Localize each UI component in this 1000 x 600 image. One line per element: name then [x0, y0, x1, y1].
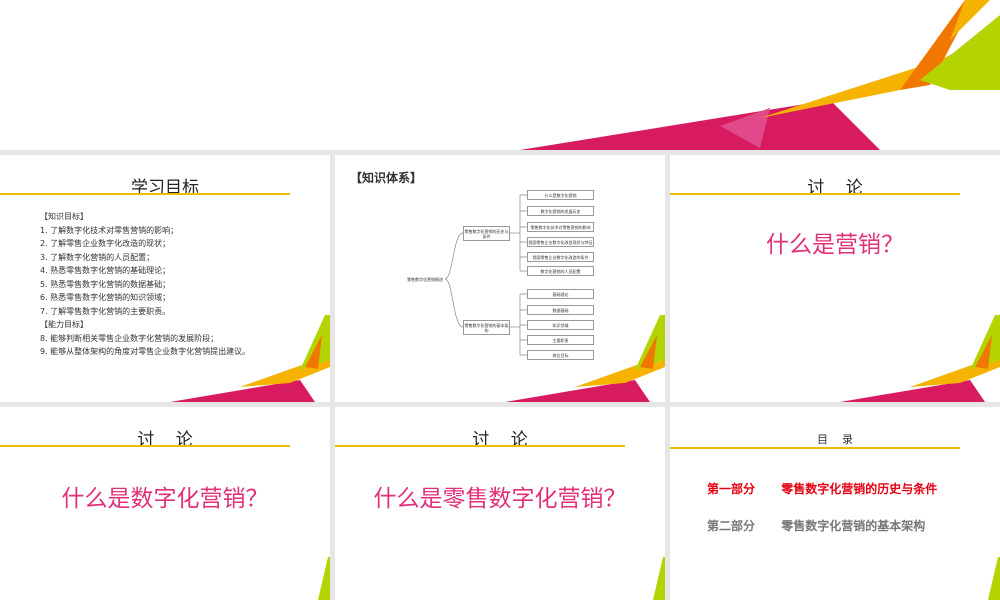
mindmap-branch-2: 零售数字化营销的基本架构 [463, 320, 510, 335]
mindmap-leaf: 我国零售企业数字化改造的条件 [527, 252, 594, 262]
mindmap-leaf: 什么是数字化营销 [527, 190, 594, 200]
list-item: 4. 熟悉零售数字化营销的基础理论； [40, 266, 171, 275]
toc-part-title: 零售数字化营销的基本架构 [781, 519, 926, 533]
mindmap-connectors [444, 194, 527, 356]
toc-item-part2[interactable]: 第二部分 零售数字化营销的基本架构 [707, 517, 925, 534]
decorative-swoosh [520, 0, 1000, 150]
decorative-swoosh [170, 315, 330, 402]
toc-part-title: 零售数字化营销的历史与条件 [781, 482, 938, 496]
title-underline [0, 445, 290, 447]
list-item: 7. 了解零售数字化营销的主要职责。 [40, 306, 171, 316]
mindmap-leaf: 知识领域 [527, 320, 594, 330]
slide-discussion-digital-marketing[interactable]: 讨 论 什么是数字化营销？ [0, 407, 330, 600]
title-underline [670, 447, 960, 449]
mindmap-leaf: 零售数字化技术对零售营销的影响 [527, 222, 594, 232]
toc-part-label: 第二部分 [707, 519, 756, 533]
mindmap-leaf: 主要职责 [527, 335, 594, 345]
title-underline [335, 445, 625, 447]
title-underline [0, 193, 290, 195]
discussion-question: 什么是数字化营销？ [61, 486, 269, 512]
mindmap-leaf: 数据基础 [527, 305, 594, 315]
slide-knowledge-system[interactable]: 【知识体系】 零售数字化营销概述 零售数字化营销的历史与条件 零售数字化营销的基… [335, 155, 665, 402]
mindmap-branch-1: 零售数字化营销的历史与条件 [463, 226, 510, 241]
objectives-list: 【知识目标】 1. 了解数字化技术对零售营销的影响； 2. 了解零售企业数字化改… [40, 210, 250, 359]
list-item: 5. 熟悉零售数字化营销的数据基础； [40, 279, 171, 289]
mindmap-leaf: 我国零售企业数字化改造现状与特征 [527, 237, 594, 247]
decorative-swoosh [840, 315, 1000, 402]
title-slide-banner[interactable] [0, 0, 1000, 150]
slide-table-of-contents[interactable]: 目 录 第一部分 零售数字化营销的历史与条件 第二部分 零售数字化营销的基本架构 [670, 407, 1000, 600]
list-item: 1. 了解数字化技术对零售营销的影响； [40, 225, 179, 235]
discussion-question: 什么是零售数字化营销？ [373, 486, 627, 512]
title-underline [670, 193, 960, 195]
list-item: 8. 能够判断相关零售企业数字化营销的发展阶段； [40, 333, 219, 343]
ability-items: 8. 能够判断相关零售企业数字化营销的发展阶段； 9. 能够从整体架构的角度对零… [40, 332, 250, 359]
mindmap-root: 零售数字化营销概述 [405, 274, 445, 284]
list-item: 9. 能够从整体架构的角度对零售企业数字化营销提出建议。 [40, 347, 251, 356]
toc-item-part1[interactable]: 第一部分 零售数字化营销的历史与条件 [707, 480, 937, 497]
list-item: 3. 了解数字化营销的人员配置； [40, 252, 155, 262]
mindmap-leaf: 岗位目标 [527, 350, 594, 360]
toc-title: 目 录 [817, 433, 853, 446]
toc-part-label: 第一部分 [707, 482, 756, 496]
discussion-question: 什么是营销？ [766, 232, 904, 258]
list-item: 2. 了解零售企业数字化改造的现状； [40, 239, 171, 248]
list-item: 6. 熟悉零售数字化营销的知识领域； [40, 293, 171, 302]
slide-learning-objectives[interactable]: 学习目标 【知识目标】 1. 了解数字化技术对零售营销的影响； 2. 了解零售企… [0, 155, 330, 402]
mindmap-leaf: 基础理论 [527, 289, 594, 299]
decorative-swoosh [988, 557, 1000, 600]
mindmap-leaf: 数字化营销的发展历史 [527, 206, 594, 216]
knowledge-header: 【知识目标】 [40, 212, 88, 221]
decorative-swoosh [653, 557, 665, 600]
mindmap-leaf: 数字化营销的人员配置 [527, 266, 594, 276]
decorative-swoosh [505, 315, 665, 402]
knowledge-items: 1. 了解数字化技术对零售营销的影响； 2. 了解零售企业数字化改造的现状； 3… [40, 224, 250, 319]
decorative-swoosh [318, 557, 330, 600]
slide-title: 【知识体系】 [350, 171, 423, 185]
ability-header: 【能力目标】 [40, 320, 88, 329]
slide-discussion-retail-digital-marketing[interactable]: 讨 论 什么是零售数字化营销？ [335, 407, 665, 600]
slide-discussion-marketing[interactable]: 讨 论 什么是营销？ [670, 155, 1000, 402]
